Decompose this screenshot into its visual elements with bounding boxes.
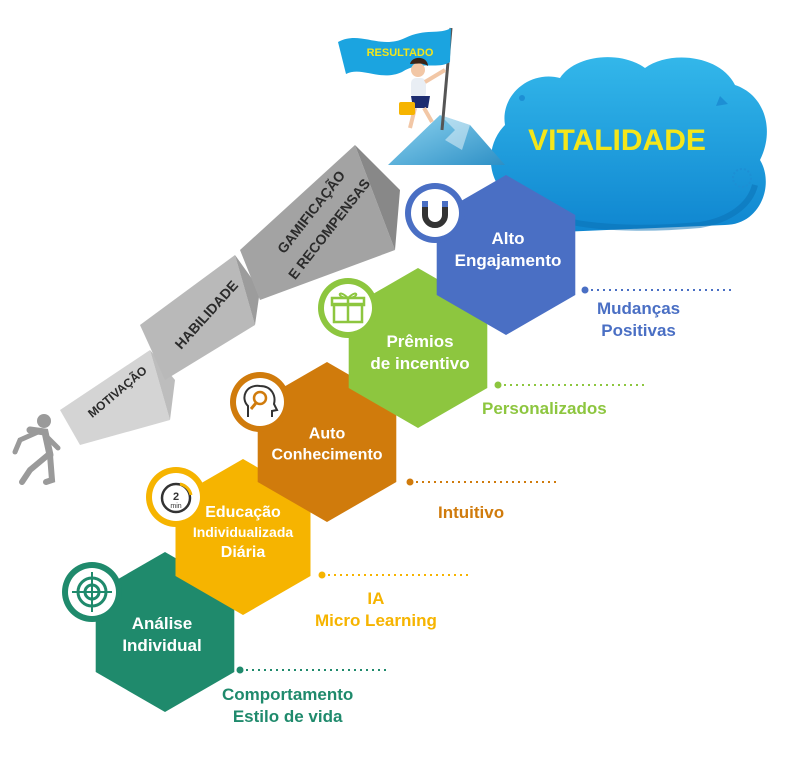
outcome-line: Personalizados bbox=[482, 399, 607, 418]
outcome-line: Micro Learning bbox=[315, 611, 437, 630]
hexagon-shape bbox=[348, 268, 488, 428]
outcome-line: Mudanças bbox=[597, 299, 681, 318]
hex-label-line: Engajamento bbox=[455, 251, 562, 270]
hex-label-line: Auto bbox=[309, 426, 346, 443]
climber-illustration: RESULTADO bbox=[338, 27, 453, 131]
hex-label-line: Alto bbox=[491, 229, 524, 248]
hex-label-line: Individualizada bbox=[193, 524, 294, 540]
hexagon-shape bbox=[436, 175, 576, 335]
outcome-line: Estilo de vida bbox=[232, 707, 343, 726]
hex-label-line: Prêmios bbox=[386, 332, 453, 351]
outcome-line: Comportamento bbox=[222, 685, 354, 704]
flag-label: RESULTADO bbox=[367, 47, 434, 59]
outcome-educacao: IA Micro Learning bbox=[315, 588, 437, 632]
target-icon bbox=[62, 562, 122, 622]
outcome-analise: Comportamento Estilo de vida bbox=[222, 684, 353, 728]
timer-unit: min bbox=[170, 503, 181, 510]
hex-label-line: Educação bbox=[205, 504, 281, 521]
hex-label-line: Análise bbox=[132, 614, 192, 633]
outcome-line: IA bbox=[367, 589, 385, 608]
connector-dot bbox=[494, 381, 502, 389]
hex-step-premios: Prêmios de incentivo bbox=[318, 268, 648, 428]
outcome-auto: Intuitivo bbox=[438, 502, 504, 524]
hex-label-line: Conhecimento bbox=[271, 447, 382, 464]
stairs: MOTIVAÇÃO HABILIDADE GAMIFICAÇÃO E RECOM… bbox=[60, 145, 400, 445]
vitality-cloud: VITALIDADE bbox=[490, 57, 767, 232]
connector-dot bbox=[406, 478, 414, 486]
hexagon-shape bbox=[257, 362, 397, 522]
hex-label-line: Individual bbox=[122, 636, 201, 655]
outcome-alto: Mudanças Positivas bbox=[597, 298, 680, 342]
connector-dot bbox=[318, 571, 326, 579]
mountain bbox=[388, 115, 505, 165]
connector-dot bbox=[581, 286, 589, 294]
hex-label-line: Diária bbox=[221, 544, 266, 561]
outcome-line: Intuitivo bbox=[438, 503, 505, 522]
connector-dot bbox=[236, 666, 244, 674]
hex-label-line: de incentivo bbox=[370, 354, 469, 373]
timer-number: 2 bbox=[173, 491, 179, 503]
hexagon-shape bbox=[95, 552, 235, 712]
gift-icon bbox=[318, 278, 378, 338]
head-search-icon bbox=[230, 372, 290, 432]
hexagon-steps: AnáliseIndividualEducaçãoIndividualizada… bbox=[62, 175, 735, 712]
cloud-title: VITALIDADE bbox=[528, 124, 706, 157]
hexagon-shape bbox=[175, 459, 311, 615]
outcome-line: Positivas bbox=[601, 321, 676, 340]
outcome-premios: Personalizados bbox=[482, 398, 607, 420]
running-person-icon bbox=[12, 414, 61, 485]
magnet-icon bbox=[405, 183, 465, 243]
